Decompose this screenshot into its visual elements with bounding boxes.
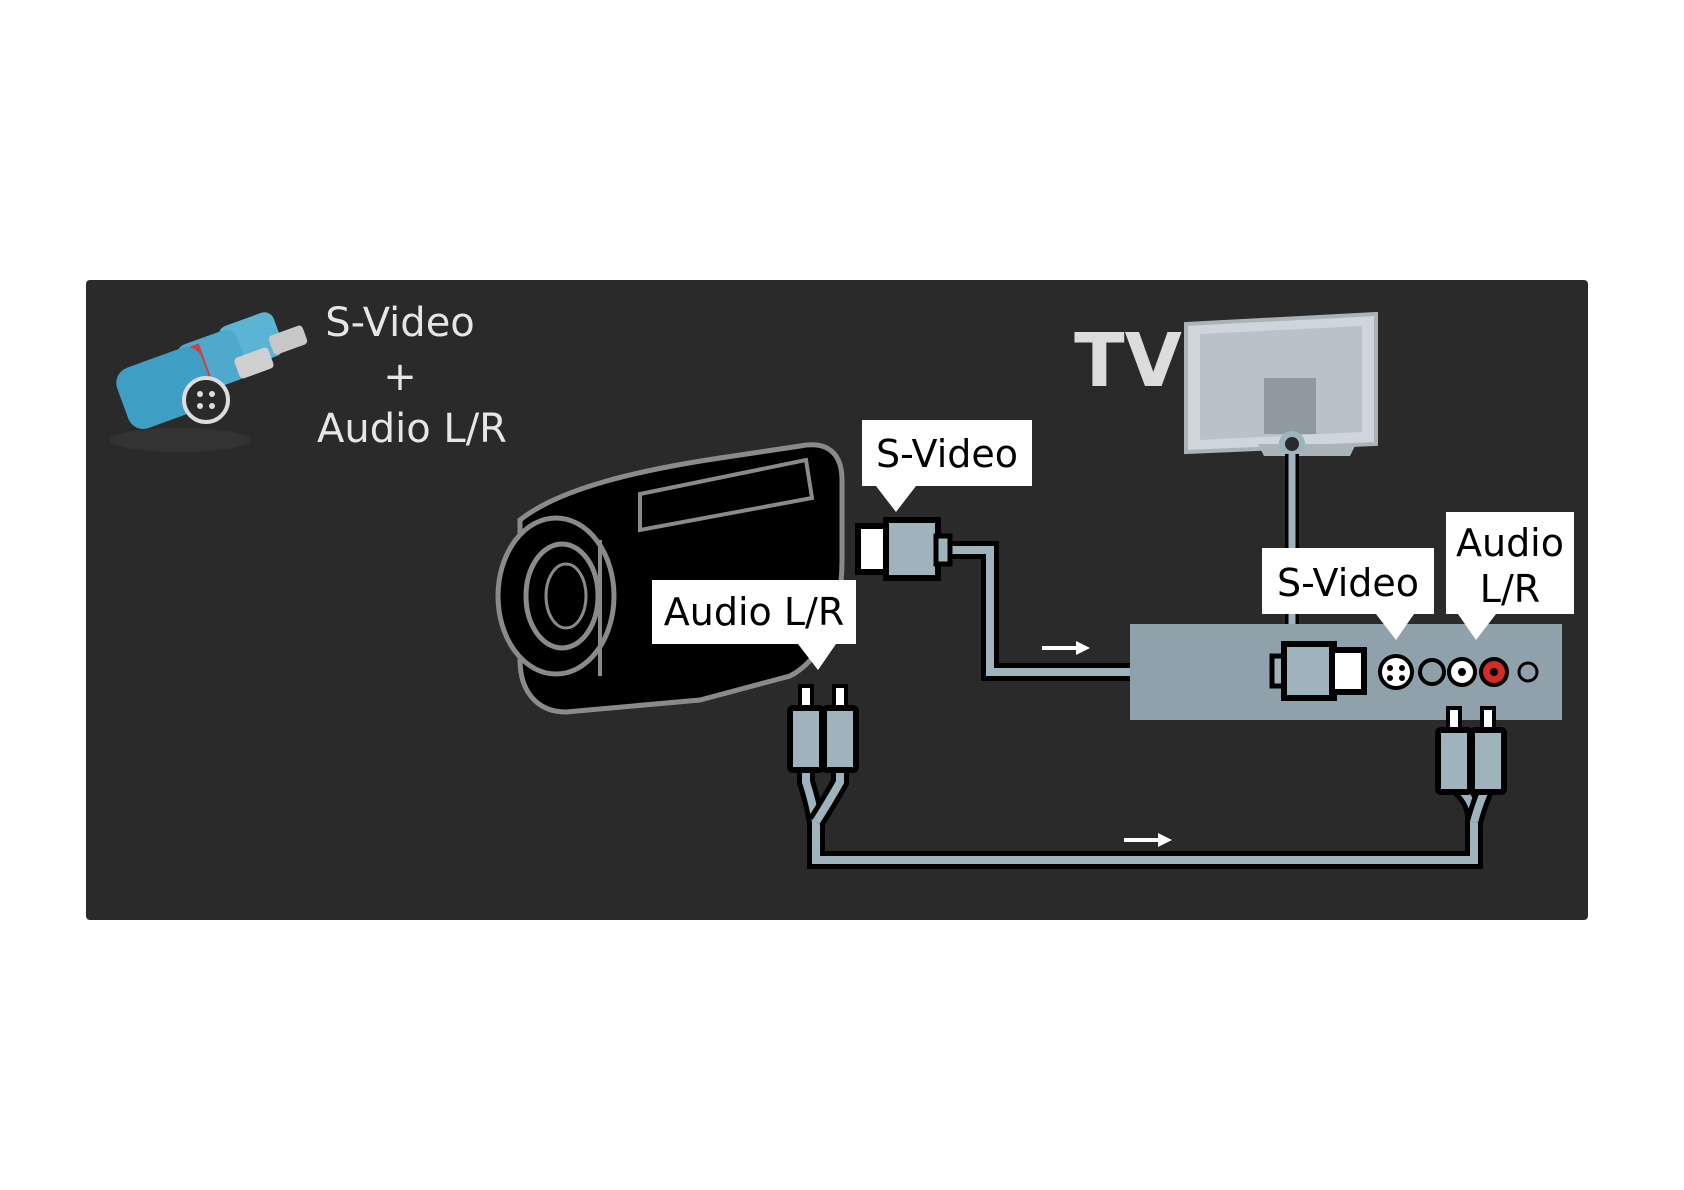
video-jack-icon	[1420, 660, 1444, 684]
audio-left-jack-icon	[1449, 659, 1475, 685]
svg-text:Audio L/R: Audio L/R	[664, 590, 844, 634]
arrow-right-icon	[1042, 641, 1090, 655]
jack-icon	[1519, 663, 1537, 681]
svideo-plug-icon	[1272, 644, 1364, 698]
svg-text:Audio: Audio	[1456, 521, 1564, 565]
svideo-jack-icon	[1380, 656, 1412, 688]
connector-cluster-icon	[110, 309, 308, 452]
header-line1: S-Video	[325, 300, 475, 346]
header-line2: Audio L/R	[317, 406, 507, 452]
rca-plug-icon	[1438, 708, 1470, 792]
tv-icon	[1186, 314, 1376, 456]
header-plus: +	[383, 354, 417, 400]
rca-plug-icon	[790, 686, 822, 770]
arrow-right-icon	[1124, 833, 1172, 847]
audio-right-jack-icon	[1481, 659, 1507, 685]
svg-text:L/R: L/R	[1480, 567, 1540, 611]
callout-tv-audio: Audio L/R	[1446, 512, 1574, 640]
callout-camera-svideo: S-Video	[862, 420, 1032, 512]
svideo-plug-icon	[858, 520, 950, 578]
tv-label: TV	[1074, 318, 1182, 404]
svg-text:S-Video: S-Video	[876, 432, 1018, 476]
rca-plug-icon	[1472, 708, 1504, 792]
rca-plug-icon	[824, 686, 856, 770]
svg-text:S-Video: S-Video	[1277, 561, 1419, 605]
audio-cable	[806, 770, 1474, 860]
audio-cable-outline	[806, 770, 1474, 860]
camcorder-icon	[498, 445, 842, 712]
